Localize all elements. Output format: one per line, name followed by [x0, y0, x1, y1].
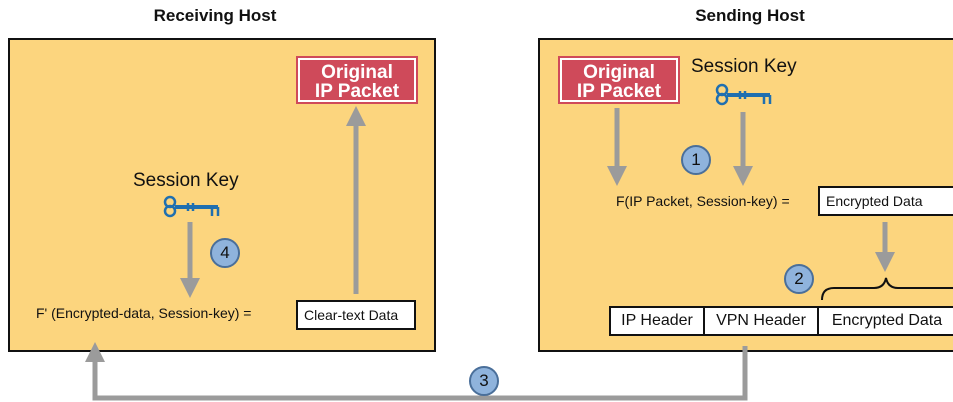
packet-line-1: Original: [321, 62, 393, 83]
step-2-badge: 2: [784, 264, 814, 294]
left-formula: F' (Encrypted-data, Session-key) =: [36, 305, 252, 321]
packet-line-2: IP Packet: [576, 81, 662, 102]
step-1-badge: 1: [681, 145, 711, 175]
encrypted-data-box: Encrypted Data: [818, 186, 953, 216]
receiving-host-title: Receiving Host: [153, 6, 277, 25]
key-icon: [163, 195, 220, 218]
step-3-badge: 3: [469, 366, 499, 396]
key-icon: [715, 83, 772, 106]
right-formula: F(IP Packet, Session-key) =: [616, 193, 790, 209]
step-4-badge: 4: [210, 238, 240, 268]
packet-line-2: IP Packet: [314, 81, 400, 102]
sending-host-title: Sending Host: [695, 6, 805, 25]
ip-header-segment: IP Header: [609, 306, 705, 336]
right-session-key-label: Session Key: [691, 56, 797, 77]
packet-line-1: Original: [583, 62, 655, 83]
clear-text-data-box: Clear-text Data: [296, 300, 416, 330]
encrypted-data-segment: Encrypted Data: [817, 306, 953, 336]
vpn-header-segment: VPN Header: [703, 306, 819, 336]
right-original-ip-packet: Original IP Packet: [558, 56, 680, 104]
left-session-key-label: Session Key: [133, 170, 239, 191]
brace: [821, 277, 953, 301]
arrow-icon: [85, 342, 748, 401]
left-original-ip-packet: Original IP Packet: [296, 56, 418, 104]
